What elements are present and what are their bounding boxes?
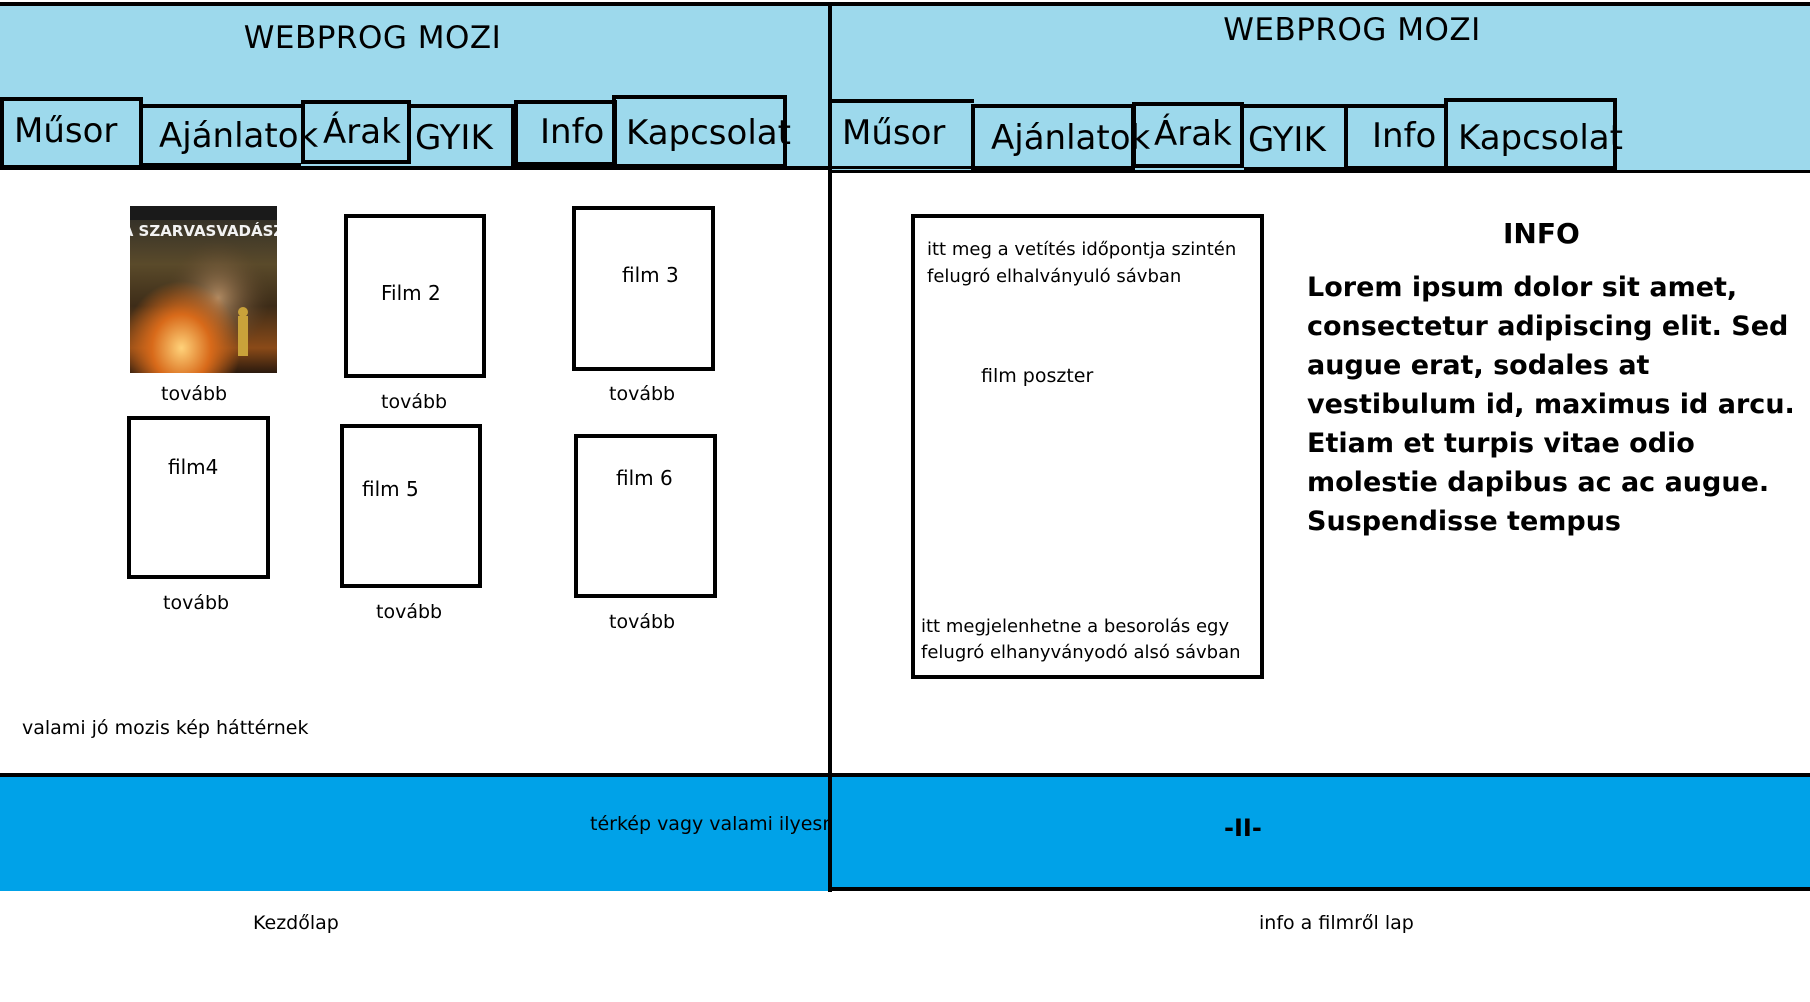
info-body: Lorem ipsum dolor sit amet, consectetur … (1307, 272, 1795, 537)
left-top-border (0, 2, 831, 6)
right-nav-musor[interactable]: Műsor (832, 99, 974, 169)
film-5-more-link[interactable]: tovább (376, 601, 443, 623)
left-page-caption: Kezdőlap (253, 912, 339, 934)
left-nav-info[interactable]: Info (514, 100, 617, 166)
film-1-poster[interactable]: A SZARVASVADÁSZ (130, 206, 277, 373)
film-2-box[interactable] (344, 214, 486, 378)
right-nav-gyik[interactable]: GYIK (1244, 104, 1348, 170)
page-divider (828, 2, 832, 892)
rating-note: itt megjelenhetne a besorolás egy felugr… (921, 616, 1241, 663)
film-3-more-link[interactable]: tovább (609, 383, 676, 405)
right-page-caption: info a filmről lap (1259, 912, 1414, 934)
film-2-label: Film 2 (381, 281, 441, 305)
film-5-label: film 5 (362, 477, 419, 501)
right-top-border (832, 2, 1810, 6)
left-footer (0, 777, 831, 891)
left-nav-ajanlatok[interactable]: Ajánlatok (143, 104, 318, 166)
film-3-box[interactable] (572, 206, 715, 371)
left-nav-bottom-border (0, 166, 831, 170)
film-4-box[interactable] (127, 416, 270, 579)
info-title: INFO (1503, 217, 1580, 250)
left-footer-text: térkép vagy valami ilyesmi (590, 813, 847, 835)
right-nav-kapcsolat[interactable]: Kapcsolat (1444, 98, 1623, 170)
showtime-note: itt meg a vetítés időpontja szintén felu… (927, 239, 1237, 287)
film-1-more-link[interactable]: tovább (161, 383, 228, 405)
film-4-label: film4 (168, 455, 219, 479)
left-header (0, 2, 831, 167)
film-poster-label: film poszter (981, 365, 1094, 387)
right-nav-arak[interactable]: Árak (1132, 102, 1244, 168)
right-content-bottom-border (832, 773, 1810, 777)
svg-text:A SZARVASVADÁSZ: A SZARVASVADÁSZ (130, 221, 277, 240)
film-6-label: film 6 (616, 466, 673, 490)
right-nav-ajanlatok[interactable]: Ajánlatok (971, 104, 1150, 170)
film-2-more-link[interactable]: tovább (381, 391, 448, 413)
film-3-label: film 3 (622, 263, 679, 287)
left-nav-kapcsolat[interactable]: Kapcsolat (612, 95, 791, 168)
film-4-more-link[interactable]: tovább (163, 592, 230, 614)
left-nav-arak[interactable]: Árak (301, 100, 411, 164)
right-site-title: WEBPROG MOZI (1223, 12, 1481, 48)
film-6-box[interactable] (574, 434, 717, 598)
film-5-box[interactable] (340, 424, 482, 588)
left-nav-musor[interactable]: Műsor (0, 97, 143, 169)
right-footer-bottom-border (832, 887, 1810, 891)
poster-image: A SZARVASVADÁSZ (130, 206, 277, 373)
right-footer-text: -II- (1224, 814, 1262, 842)
background-note: valami jó mozis kép háttérnek (22, 717, 309, 739)
left-nav-gyik[interactable]: GYIK (411, 104, 515, 166)
right-footer (832, 777, 1810, 889)
film-6-more-link[interactable]: tovább (609, 611, 676, 633)
right-nav-info[interactable]: Info (1344, 104, 1448, 170)
left-content-bottom-border (0, 773, 831, 777)
film-poster-box (911, 214, 1264, 679)
right-nav-bottom-border (832, 170, 1810, 173)
right-header (832, 2, 1810, 170)
left-site-title: WEBPROG MOZI (243, 20, 502, 56)
